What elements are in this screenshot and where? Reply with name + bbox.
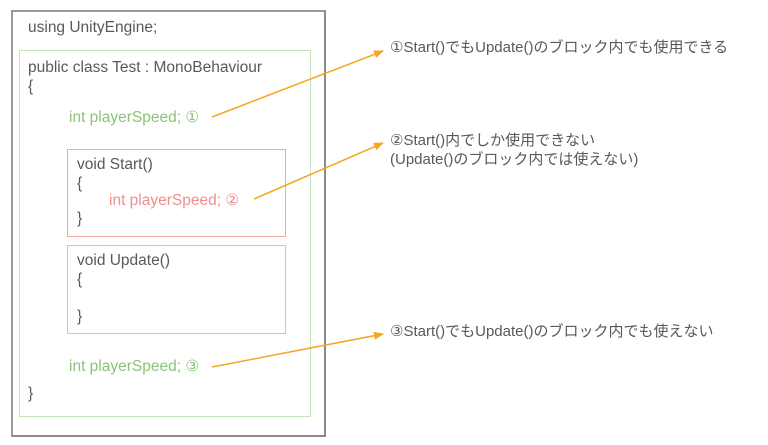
update-method-box: [67, 245, 286, 334]
start-close-brace: }: [77, 210, 83, 227]
arrow-3: [211, 331, 384, 368]
update-close-brace: }: [77, 308, 83, 325]
update-open-brace: {: [77, 271, 83, 288]
file-scope-box: [11, 10, 326, 437]
class-declaration: public class Test : MonoBehaviour: [28, 59, 263, 76]
using-statement: using UnityEngine;: [28, 19, 158, 36]
class-scope-box: [19, 50, 311, 417]
class-close-brace: }: [28, 385, 34, 402]
start-open-brace: {: [77, 175, 83, 192]
arrow-1: [211, 50, 384, 118]
annotation-2-line2: (Update()のブロック内では使えない): [390, 151, 639, 168]
class-open-brace: {: [28, 78, 34, 95]
update-signature: void Update(): [77, 252, 171, 269]
start-signature: void Start(): [77, 156, 153, 173]
start-method-box: [67, 149, 286, 237]
arrow-2: [253, 142, 384, 200]
annotation-3: ③Start()でもUpdate()のブロック内でも使えない: [390, 323, 714, 340]
field-declaration-3: int playerSpeed; ③: [69, 358, 200, 375]
annotation-1: ①Start()でもUpdate()のブロック内でも使用できる: [390, 39, 729, 56]
annotation-2-line1: ②Start()内でしか使用できない: [390, 132, 596, 149]
field-declaration-1: int playerSpeed; ①: [69, 109, 200, 126]
local-var-declaration-2: int playerSpeed; ②: [109, 192, 240, 209]
